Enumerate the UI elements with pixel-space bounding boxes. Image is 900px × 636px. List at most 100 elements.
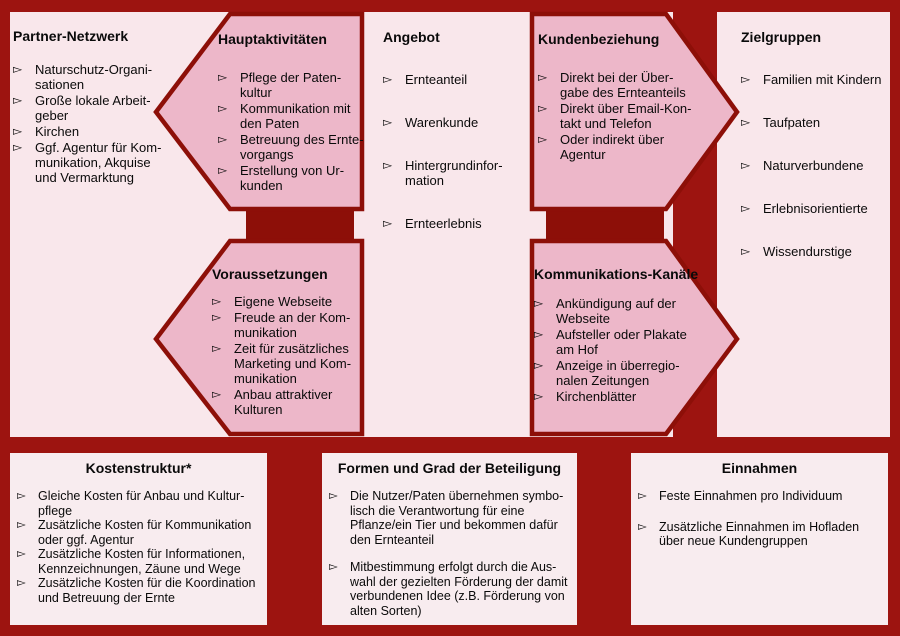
arrow-bullet-icon: ▻ bbox=[741, 201, 751, 215]
arrow-bullet-icon: ▻ bbox=[329, 561, 338, 573]
list-item: ▻Kommunikation mit den Paten bbox=[218, 101, 351, 131]
list-item: ▻Oder indirekt über Agentur bbox=[538, 132, 665, 162]
list-item: ▻Erstellung von Ur- kunden bbox=[218, 163, 345, 193]
list-item: ▻Freude an der Kom- munikation bbox=[212, 310, 351, 340]
arrow-bullet-icon: ▻ bbox=[212, 341, 222, 355]
list-item: ▻Kirchen bbox=[13, 124, 80, 139]
list-item: ▻Aufsteller oder Plakate am Hof bbox=[534, 327, 687, 357]
arrow-bullet-icon: ▻ bbox=[538, 132, 548, 146]
list-item: ▻Erlebnisorientierte bbox=[741, 201, 868, 216]
section-formen-beteiligung: Formen und Grad der Beteiligung ▻Die Nut… bbox=[322, 453, 577, 625]
list-item: ▻Betreuung des Ernte- vorgangs bbox=[218, 132, 364, 162]
bullet-list: ▻Die Nutzer/Paten übernehmen symbo- lisc… bbox=[322, 489, 577, 618]
section-title: Kundenbeziehung bbox=[538, 31, 660, 47]
arrow-bullet-icon: ▻ bbox=[329, 490, 338, 502]
arrow-bullet-icon: ▻ bbox=[218, 70, 228, 84]
arrow-bullet-icon: ▻ bbox=[383, 115, 393, 129]
list-item: ▻Die Nutzer/Paten übernehmen symbo- lisc… bbox=[329, 489, 564, 547]
list-item: ▻Mitbestimmung erfolgt durch die Aus- wa… bbox=[329, 560, 568, 618]
list-item: ▻Taufpaten bbox=[741, 115, 821, 130]
list-item: ▻Anbau attraktiver Kulturen bbox=[212, 387, 333, 417]
arrow-bullet-icon: ▻ bbox=[218, 101, 228, 115]
hexagon-voraussetzungen bbox=[153, 238, 365, 437]
arrow-bullet-icon: ▻ bbox=[534, 296, 544, 310]
list-item: ▻Ernteerlebnis bbox=[383, 216, 482, 231]
hexagon-kommunikations-kanaele bbox=[529, 238, 740, 437]
list-item: ▻Kirchenblätter bbox=[534, 389, 637, 404]
arrow-bullet-icon: ▻ bbox=[534, 327, 544, 341]
list-item: ▻Anzeige in überregio- nalen Zeitungen bbox=[534, 358, 680, 388]
arrow-bullet-icon: ▻ bbox=[218, 163, 228, 177]
arrow-bullet-icon: ▻ bbox=[13, 62, 23, 76]
arrow-bullet-icon: ▻ bbox=[17, 490, 26, 502]
zielgruppen-panel-background bbox=[717, 12, 890, 437]
section-title: Kommunikations-Kanäle bbox=[534, 266, 699, 282]
section-kundenbeziehung: Kundenbeziehung ▻Direkt bei der Über- ga… bbox=[538, 31, 700, 163]
list-item: ▻Warenkunde bbox=[383, 115, 479, 130]
arrow-bullet-icon: ▻ bbox=[534, 389, 544, 403]
list-item: ▻Gleiche Kosten für Anbau und Kultur- pf… bbox=[17, 489, 245, 518]
section-title: Hauptaktivitäten bbox=[218, 31, 327, 47]
list-item: ▻Zusätzliche Einnahmen im Hofladen über … bbox=[638, 519, 860, 549]
arrow-bullet-icon: ▻ bbox=[638, 520, 647, 533]
list-item: ▻Eigene Webseite bbox=[212, 294, 333, 309]
list-item: ▻Feste Einnahmen pro Individuum bbox=[638, 489, 843, 503]
arrow-bullet-icon: ▻ bbox=[218, 132, 228, 146]
section-title: Voraussetzungen bbox=[212, 266, 328, 282]
list-item: ▻Große lokale Arbeit- geber bbox=[13, 93, 151, 123]
bullet-list: ▻Gleiche Kosten für Anbau und Kultur- pf… bbox=[10, 489, 267, 605]
section-angebot: Angebot ▻Ernteanteil ▻Warenkunde ▻Hinter… bbox=[383, 29, 523, 259]
arrow-bullet-icon: ▻ bbox=[741, 244, 751, 258]
section-title: Einnahmen bbox=[721, 460, 798, 476]
arrow-bullet-icon: ▻ bbox=[638, 490, 647, 502]
section-title: Kostenstruktur* bbox=[85, 460, 192, 476]
list-item: ▻Zusätzliche Kosten für die Koordination… bbox=[17, 576, 256, 605]
bullet-list: ▻Pflege der Paten- kultur ▻Kommunikation… bbox=[218, 70, 364, 193]
section-voraussetzungen: Voraussetzungen ▻Eigene Webseite ▻Freude… bbox=[212, 266, 364, 418]
section-zielgruppen: Zielgruppen ▻Familien mit Kindern ▻Taufp… bbox=[741, 29, 893, 287]
arrow-bullet-icon: ▻ bbox=[17, 519, 26, 531]
list-item: ▻Wissendurstige bbox=[741, 244, 852, 259]
section-title: Partner-Netzwerk bbox=[13, 28, 129, 44]
list-item: ▻Direkt über Email-Kon- takt und Telefon bbox=[538, 101, 692, 131]
section-title: Zielgruppen bbox=[741, 29, 822, 45]
arrow-bullet-icon: ▻ bbox=[538, 101, 548, 115]
arrow-bullet-icon: ▻ bbox=[13, 93, 23, 107]
arrow-bullet-icon: ▻ bbox=[383, 72, 393, 86]
list-item: ▻Direkt bei der Über- gabe des Ernteante… bbox=[538, 70, 686, 100]
arrow-bullet-icon: ▻ bbox=[741, 158, 751, 172]
bullet-list: ▻Ernteanteil ▻Warenkunde ▻Hintergrundinf… bbox=[383, 72, 523, 231]
list-item: ▻Ankündigung auf der Webseite bbox=[534, 296, 676, 326]
arrow-bullet-icon: ▻ bbox=[13, 124, 23, 138]
arrow-bullet-icon: ▻ bbox=[212, 294, 222, 308]
list-item: ▻Zeit für zusätzliches Marketing und Kom… bbox=[212, 341, 352, 386]
list-item: ▻Familien mit Kindern bbox=[741, 72, 882, 87]
bullet-list: ▻Feste Einnahmen pro Individuum ▻Zusätzl… bbox=[631, 489, 888, 549]
section-kostenstruktur: Kostenstruktur* ▻Gleiche Kosten für Anba… bbox=[10, 453, 267, 625]
bullet-list: ▻Familien mit Kindern ▻Taufpaten ▻Naturv… bbox=[741, 72, 893, 259]
bullet-list: ▻Ankündigung auf der Webseite ▻Aufstelle… bbox=[534, 296, 699, 404]
bullet-list: ▻Direkt bei der Über- gabe des Ernteante… bbox=[538, 70, 700, 162]
arrow-bullet-icon: ▻ bbox=[538, 70, 548, 84]
arrow-bullet-icon: ▻ bbox=[534, 358, 544, 372]
arrow-bullet-icon: ▻ bbox=[383, 216, 393, 230]
list-item: ▻Ggf. Agentur für Kom- munikation, Akqui… bbox=[13, 140, 162, 185]
arrow-bullet-icon: ▻ bbox=[212, 310, 222, 324]
section-partner-netzwerk: Partner-Netzwerk ▻Naturschutz-Organi- sa… bbox=[13, 28, 205, 186]
arrow-bullet-icon: ▻ bbox=[17, 548, 26, 560]
hexagon-kundenbeziehung bbox=[529, 11, 740, 212]
list-item: ▻Zusätzliche Kosten für Informationen, K… bbox=[17, 547, 246, 576]
list-item: ▻Ernteanteil bbox=[383, 72, 468, 87]
bullet-list: ▻Eigene Webseite ▻Freude an der Kom- mun… bbox=[212, 294, 364, 417]
arrow-bullet-icon: ▻ bbox=[741, 72, 751, 86]
section-title: Angebot bbox=[383, 29, 440, 45]
section-kommunikations-kanaele: Kommunikations-Kanäle ▻Ankündigung auf d… bbox=[534, 266, 699, 405]
arrow-bullet-icon: ▻ bbox=[741, 115, 751, 129]
list-item: ▻Pflege der Paten- kultur bbox=[218, 70, 342, 100]
section-title: Formen und Grad der Beteiligung bbox=[337, 460, 562, 476]
arrow-bullet-icon: ▻ bbox=[13, 140, 23, 154]
list-item: ▻Hintergrundinfor- mation bbox=[383, 158, 503, 188]
bullet-list: ▻Naturschutz-Organi- sationen ▻Große lok… bbox=[13, 62, 205, 185]
